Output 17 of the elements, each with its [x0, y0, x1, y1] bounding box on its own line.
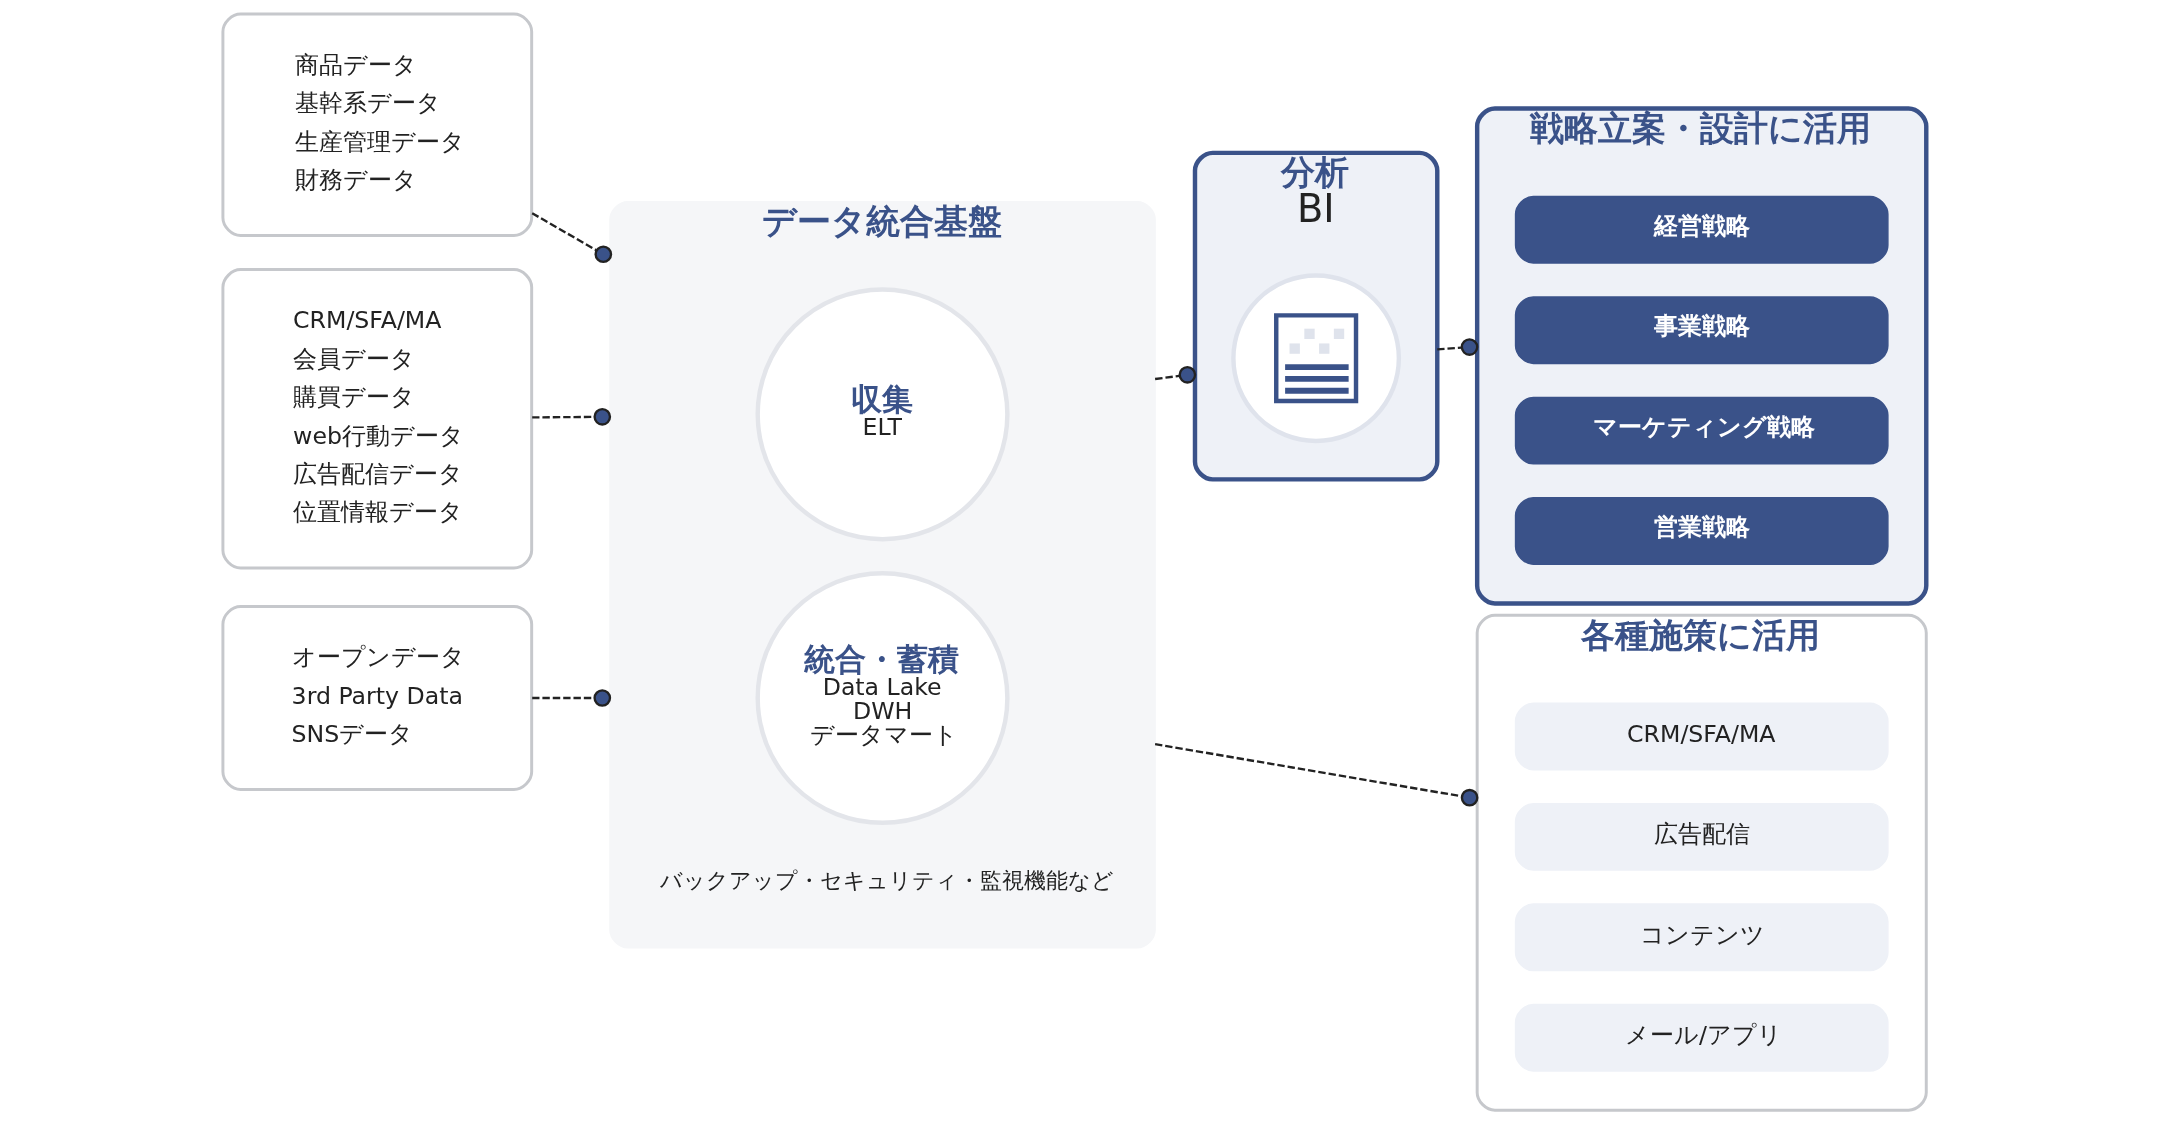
node-box: マーケティング戦略 [1514, 396, 1889, 465]
node-box: CRM/SFA/MA 会員データ 購買データ web行動データ 広告配信データ 位置情報データ [220, 268, 533, 570]
node-box: 経営戦略 [1514, 195, 1889, 264]
connector [531, 689, 611, 707]
connector [531, 407, 611, 426]
connector [1154, 742, 1478, 807]
node-circle: 統合・蓄積 Data Lake DWH データマート [755, 570, 1010, 826]
node-box: 商品データ 基幹系データ 生産管理データ 財務データ [220, 12, 533, 238]
connector [1154, 365, 1196, 384]
cluster: 分析 BI [1192, 150, 1439, 482]
connector [531, 212, 612, 264]
node-box: 事業戦略 [1514, 296, 1889, 365]
node-box: 営業戦略 [1514, 497, 1889, 566]
node-box: オープンデータ 3rd Party Data SNSデータ [220, 604, 533, 792]
node-picture [1230, 273, 1401, 444]
node-circle: 収集 ELT [755, 287, 1010, 542]
connector [1436, 338, 1478, 356]
